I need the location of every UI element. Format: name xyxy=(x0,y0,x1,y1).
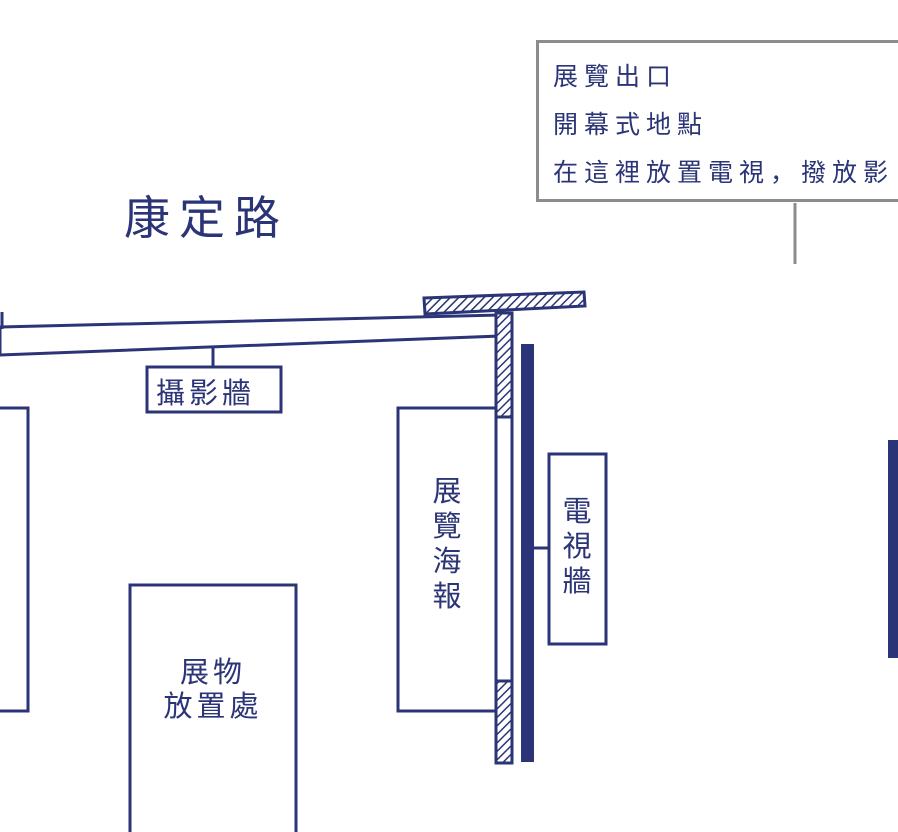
road-label: 康定路 xyxy=(124,191,289,245)
exhibit-area-label-line-2: 放置處 xyxy=(163,689,263,723)
callout-line-3: 在這裡放置電視，撥放影 xyxy=(553,158,895,187)
poster-board xyxy=(396,406,498,713)
poster-label-char: 海 xyxy=(432,544,462,578)
poster-label: 展 覽 海 報 xyxy=(427,474,467,614)
exhibit-area-label: 展物 放置處 xyxy=(130,655,296,723)
callout-line-2: 開幕式地點 xyxy=(553,110,709,139)
hatched-top-wall xyxy=(422,290,587,316)
exit-callout: 展覽出口 開幕式地點 在這裡放置電視，撥放影 xyxy=(536,40,898,202)
tv-wall-label-char: 視 xyxy=(562,529,592,563)
photo-wall-label-box xyxy=(145,365,283,414)
hatched-wall-lower xyxy=(494,679,514,765)
exhibit-area-label-line-1: 展物 xyxy=(179,655,246,689)
poster-label-char: 報 xyxy=(432,579,462,613)
road-wall xyxy=(0,313,502,357)
hatched-wall-upper xyxy=(494,311,514,419)
photo-wall-label: 攝影牆 xyxy=(156,376,256,410)
right-wall-bar xyxy=(888,440,898,658)
tv-wall-bar xyxy=(521,344,534,762)
callout-line-1: 展覽出口 xyxy=(553,62,678,91)
wall-middle xyxy=(494,415,514,683)
tv-wall-label-box xyxy=(547,452,608,646)
tv-wall-label-char: 牆 xyxy=(562,564,592,598)
poster-label-char: 覽 xyxy=(432,509,462,543)
tv-wall-label: 電 視 牆 xyxy=(557,494,597,599)
left-partition xyxy=(0,406,30,713)
exhibit-area xyxy=(128,583,298,832)
tv-wall-label-char: 電 xyxy=(562,494,592,528)
poster-label-char: 展 xyxy=(432,474,462,508)
